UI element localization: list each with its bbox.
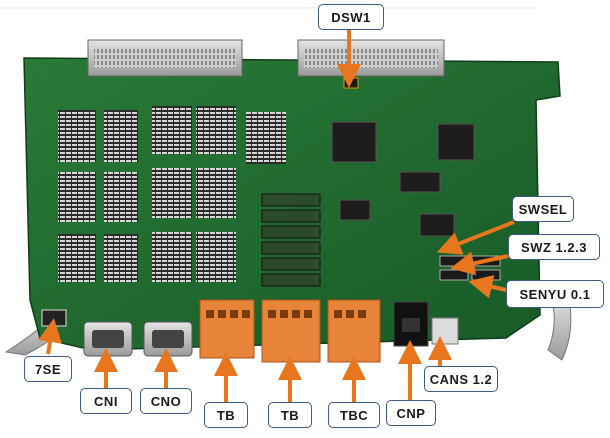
cans-header bbox=[431, 317, 459, 345]
7se-jumper bbox=[41, 309, 67, 327]
callout-cno: CNO bbox=[140, 388, 192, 414]
callout-dsw1: DSW1 bbox=[318, 4, 384, 30]
callout-senyu: SENYU 0.1 bbox=[506, 280, 604, 308]
ic-chip bbox=[399, 171, 441, 193]
controller-chip bbox=[437, 123, 475, 161]
callout-tb-mid: TB bbox=[268, 402, 312, 428]
callout-swz: SWZ 1.2.3 bbox=[508, 234, 600, 260]
connector-pins bbox=[304, 48, 438, 68]
relay-stack bbox=[261, 193, 321, 287]
callout-tb-left: TB bbox=[204, 402, 248, 428]
callout-cans: CANS 1.2 bbox=[424, 366, 498, 392]
callout-7se: 7SE bbox=[24, 356, 72, 382]
callout-swsel: SWSEL bbox=[512, 196, 574, 222]
connector-pins bbox=[94, 48, 236, 68]
processor-chip bbox=[331, 121, 377, 163]
dsw1-switch bbox=[343, 77, 359, 89]
callout-tbc: TBC bbox=[328, 402, 380, 428]
tb-terminal-block-left bbox=[199, 299, 255, 359]
callout-arrows bbox=[38, 28, 515, 402]
callout-cni: CNI bbox=[80, 388, 132, 414]
right-ejector-lever bbox=[547, 293, 572, 361]
ic-chip bbox=[339, 199, 371, 221]
callout-cnp: CNP bbox=[386, 400, 436, 426]
tbc-terminal-block bbox=[327, 299, 381, 363]
tb-terminal-block-mid bbox=[261, 299, 321, 363]
ic-array bbox=[58, 106, 286, 282]
ic-chip bbox=[419, 213, 455, 237]
